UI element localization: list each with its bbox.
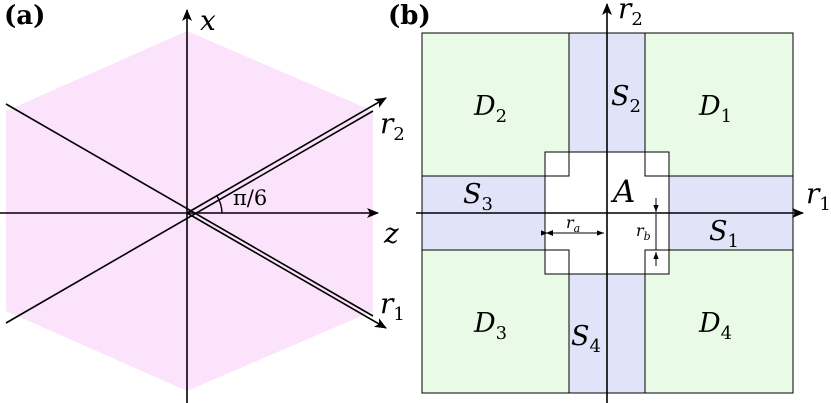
ra-arrow-left xyxy=(546,230,553,236)
r1-axis xyxy=(186,212,387,329)
x-axis-label: x xyxy=(200,4,216,37)
panel-a: (a) π/6 x z r2 r1 xyxy=(0,1,405,403)
label-d2: D2 xyxy=(473,91,507,127)
angle-arc xyxy=(216,195,223,214)
label-d1: D1 xyxy=(698,91,732,127)
r1-axis-label-b: r1 xyxy=(806,177,831,215)
r2-axis-label-b: r2 xyxy=(618,0,643,30)
panel-b: (b) r1 r2 D2 D1 D3 D4 S2 S4 S3 S1 A ra xyxy=(388,0,831,403)
r1-axis-label: r1 xyxy=(380,287,405,325)
panel-b-label: (b) xyxy=(388,1,431,31)
label-d4: D4 xyxy=(698,308,732,344)
panel-a-label: (a) xyxy=(4,1,45,31)
label-s1: S1 xyxy=(709,216,739,252)
angle-label: π/6 xyxy=(233,186,267,210)
label-a: A xyxy=(610,174,635,210)
r2-axis xyxy=(186,97,387,214)
label-s4: S4 xyxy=(571,321,601,357)
ra-label: ra xyxy=(566,213,580,235)
label-d3: D3 xyxy=(473,308,507,344)
rb-label: rb xyxy=(636,221,651,243)
label-s3: S3 xyxy=(463,179,493,215)
z-axis-label: z xyxy=(383,217,399,250)
diagonal-line-1 xyxy=(5,103,374,317)
diagonal-line-2 xyxy=(5,110,374,324)
r2-axis-label: r2 xyxy=(380,107,405,145)
label-s2: S2 xyxy=(611,81,641,117)
